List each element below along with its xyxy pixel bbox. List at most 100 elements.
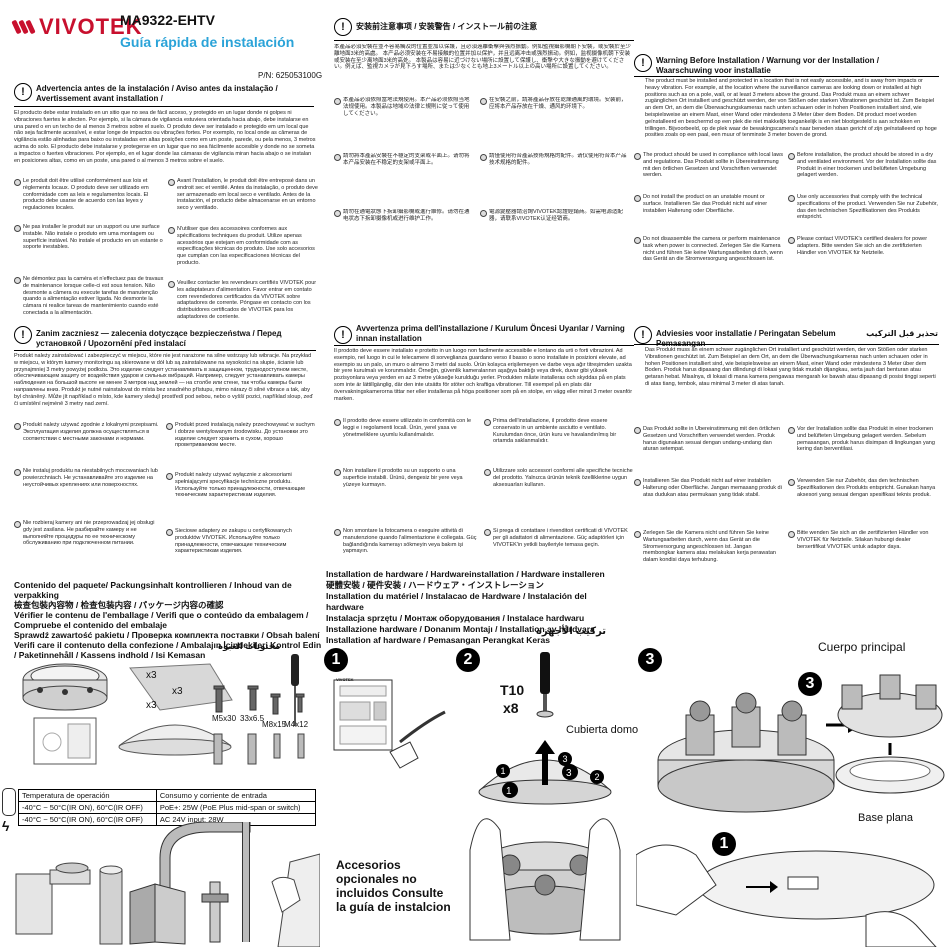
intro-text-cjk: 本產品必須安裝在並不容易觸及的位置並加以保護，且必須遠離衝擊與強烈振動。例如監視… bbox=[334, 44, 634, 92]
warning-icon: ! bbox=[14, 326, 32, 344]
divider bbox=[14, 350, 316, 351]
table-header: Consumo y corriente de entrada bbox=[155, 789, 317, 802]
list-item: N'utiliser que des accessoires conformes… bbox=[168, 226, 318, 274]
list-item: 本產品必須依照當地法規使用。本产品必须依照当地法规使用。本製品は地域の法律と規則… bbox=[334, 97, 474, 147]
intro-text-en: The product must be installed and protec… bbox=[645, 78, 939, 148]
list-item: Sieciowe adaptery ze zakupu u certyfikow… bbox=[166, 528, 316, 582]
part-number: P/N: 625053100G bbox=[258, 71, 323, 80]
lightning-icon: ϟ bbox=[2, 818, 10, 834]
bullets-en-left: The product should be used in compliance… bbox=[634, 152, 784, 284]
list-item: The product should be used in compliance… bbox=[634, 152, 784, 188]
screw-size-m4x12: M4x12 bbox=[284, 720, 309, 729]
list-item: Bitte wenden Sie sich an die zertifizier… bbox=[788, 530, 940, 586]
list-item: Avant l'installation, le produit doit êt… bbox=[168, 178, 318, 220]
bullets-pl-right: Produkt przed instalacją należy przechow… bbox=[166, 422, 316, 582]
screwdriver-icon bbox=[291, 654, 299, 726]
tool-t10-label: T10 bbox=[500, 682, 525, 698]
list-item: Zerlegen Sie die Kamera nicht und führen… bbox=[634, 530, 784, 586]
bullets-cjk-left: 本產品必須依照當地法規使用。本产品必须依照当地法规使用。本製品は地域の法律と規則… bbox=[334, 97, 474, 269]
divider bbox=[334, 40, 634, 41]
text-zh-cn: 本产品必须安装在不易接触的位置并加以保护，并且远离冲击或强烈振动。例如，监视摄像… bbox=[334, 50, 631, 64]
camera-body-icon bbox=[22, 663, 108, 711]
text-fr: El producto debe estar instalado en un s… bbox=[14, 110, 309, 130]
text-de: Das Produkt muss an einem schwer zugängl… bbox=[645, 91, 935, 118]
install-heading-line: Instalacja sprzętu / Монтаж оборудования… bbox=[326, 613, 585, 623]
text-cs: Produkt je nutné nainstalovat do místa b… bbox=[14, 386, 313, 407]
warning-icon: ! bbox=[334, 18, 352, 36]
corner-mount-icon bbox=[129, 883, 186, 945]
list-item: Vor der Installation sollte das Produkt … bbox=[788, 426, 940, 472]
sub-step-badge: 2 bbox=[590, 770, 604, 784]
step1-label-illustration bbox=[333, 679, 446, 769]
brand-name: VIVOTEK bbox=[39, 14, 143, 39]
table-row: Temperatura de operación Consumo y corri… bbox=[18, 789, 317, 802]
sub-step-badge: 3 bbox=[558, 752, 572, 766]
list-item: Before installation, the product should … bbox=[788, 152, 940, 188]
list-item: Installieren Sie das Produkt nicht auf e… bbox=[634, 478, 784, 524]
intro-text-pl: Produkt należy zainstalować i zabezpiecz… bbox=[14, 353, 316, 419]
list-item: Produkt przed instalacją należy przechow… bbox=[166, 422, 316, 466]
rubber-pad-icon bbox=[129, 663, 233, 711]
step2-dome-removal-illustration: 1 3 bbox=[469, 652, 621, 941]
list-item: Utilizzare solo accessori conformi alle … bbox=[484, 468, 634, 522]
install-heading-line: Installation du matériel / Instalacao de… bbox=[326, 591, 587, 612]
spec-table: Temperatura de operación Consumo y corri… bbox=[18, 789, 317, 826]
model-number: MA9322-EHTV bbox=[120, 12, 215, 28]
bullets-en-right: Before installation, the product should … bbox=[788, 152, 940, 284]
step-badge: 1 bbox=[324, 648, 348, 672]
text-nl: Dit product moet worden geïnstalleerd en… bbox=[645, 111, 937, 139]
warning-icon: ! bbox=[14, 83, 32, 101]
bullets-id-left: Das Produkt sollte in Übereinstimmung mi… bbox=[634, 426, 784, 586]
list-item: 電源變壓器請洽詢VIVOTEK認證經銷商。如需电源适配器，请联系VIVOTEK认… bbox=[480, 209, 630, 269]
wall-anchors-icon bbox=[213, 733, 305, 765]
label-card-icon bbox=[33, 717, 97, 765]
section-heading-en: Warning Before Installation / Warnung vo… bbox=[656, 56, 879, 75]
divider bbox=[634, 76, 939, 77]
table-header: Temperatura de operación bbox=[18, 789, 157, 802]
section-heading-cjk: 安装前注意事项 / 安装警告 / インストール前の注意 bbox=[356, 22, 538, 31]
list-item: Produkt należy używać wyłącznie z akceso… bbox=[166, 472, 316, 522]
list-item: 請勿在通電狀態下拆卸攝影機或進行維修。请勿在通电状态下拆卸摄像机或进行维护工作。 bbox=[334, 209, 474, 269]
divider bbox=[634, 344, 939, 345]
package-contents-illustration bbox=[22, 654, 305, 765]
svg-text:1: 1 bbox=[506, 786, 512, 797]
list-item: 在安裝之前，請將產品存放在乾燥通風的環境。安装前，应将本产品存放在干燥、通风的环… bbox=[480, 97, 630, 147]
list-item: Il prodotto deve essere utilizzato in co… bbox=[334, 418, 479, 462]
bullets-pl-left: Produkt należy używać zgodnie z lokalnym… bbox=[14, 422, 164, 584]
table-row: -40°C ~ 50°C(IR ON), 60°C(IR OFF) PoE+: … bbox=[18, 801, 317, 814]
hardware-install-heading: Installation de hardware / Hardwareinsta… bbox=[326, 569, 626, 646]
bullets-it-left: Il prodotto deve essere utilizzato in co… bbox=[334, 418, 479, 582]
list-item: Produkt należy używać zgodnie z lokalnym… bbox=[14, 422, 164, 462]
text-pl: Produkt należy zainstalować i zabezpiecz… bbox=[14, 353, 312, 373]
text-id: Produk harus dipasang dan dilindungi di … bbox=[645, 367, 936, 387]
bullets-es-left: Le produit doit être utilisé conformémen… bbox=[14, 178, 164, 324]
install-heading-line: Installazione hardware / Donanım Montajı… bbox=[326, 624, 595, 634]
list-item: Das Produkt sollte in Übereinstimmung mi… bbox=[634, 426, 784, 472]
qty-pads: x3 bbox=[146, 670, 157, 681]
text-sv: Produkten måste installeras och skyddas … bbox=[334, 375, 633, 402]
step-badge: 2 bbox=[456, 648, 480, 672]
text-it: Il prodotto deve essere installato e pro… bbox=[334, 348, 626, 368]
intro-text-de: Das Produkt muss an einem schwer zugängl… bbox=[645, 347, 939, 421]
text-tr: Ürün kolayca erişilemeyen ve darbe veya … bbox=[334, 361, 632, 382]
hand-icon bbox=[271, 853, 320, 947]
step-badge: 1 bbox=[712, 832, 736, 856]
list-item: Si prega di contattare i rivenditori cer… bbox=[484, 528, 634, 582]
bullets-es-right: Avant l'installation, le produit doit êt… bbox=[168, 178, 318, 330]
step3-main-body-illustration bbox=[636, 674, 945, 947]
label-sticker-brand: VIVOTEK bbox=[336, 677, 354, 682]
screw-size-m8x15: M8x15 bbox=[262, 720, 287, 729]
table-cell: -40°C ~ 50°C(IR ON), 60°C(IR OFF) bbox=[18, 801, 157, 814]
table-cell: PoE+: 25W (PoE Plus mid-span or switch) bbox=[155, 801, 317, 814]
package-heading-line: Sprawdź zawartość pakietu / Проверка ком… bbox=[14, 630, 320, 640]
list-item: Do not install the product on an unstabl… bbox=[634, 194, 784, 230]
svg-text:3: 3 bbox=[566, 768, 572, 779]
base-plate-bottom-icon bbox=[697, 850, 935, 920]
base-plate-icon bbox=[835, 756, 945, 794]
base-plate-label: Base plana bbox=[858, 812, 914, 824]
optional-accessories-illustration bbox=[15, 822, 320, 947]
wall-mount-icon bbox=[15, 862, 91, 935]
list-item: 請勿將本產品安裝在不穩定的支架或平面上。请勿将本产品安装在不稳定的支架或平面上。 bbox=[334, 153, 474, 203]
bullets-it-right: Prima dell'installazione, il prodotto de… bbox=[484, 418, 634, 582]
hand-icon bbox=[636, 844, 937, 947]
